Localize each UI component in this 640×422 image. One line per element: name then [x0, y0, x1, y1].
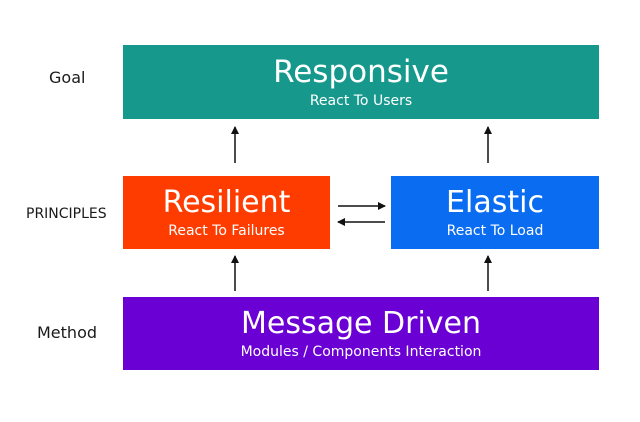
message-driven-box: Message Driven Modules / Components Inte…: [123, 297, 599, 370]
resilient-title: Resilient: [162, 184, 291, 220]
responsive-subtitle: React To Users: [309, 92, 413, 109]
responsive-title: Responsive: [273, 53, 449, 90]
resilient-subtitle: React To Failures: [168, 222, 285, 239]
resilient-box: Resilient React To Failures: [123, 176, 330, 249]
elastic-title: Elastic: [446, 184, 544, 220]
responsive-box: Responsive React To Users: [123, 45, 599, 119]
message-driven-title: Message Driven: [240, 305, 481, 341]
message-driven-subtitle: Modules / Components Interaction: [240, 343, 482, 360]
elastic-subtitle: React To Load: [446, 222, 544, 239]
method-label: Method: [37, 323, 98, 342]
elastic-box: Elastic React To Load: [391, 176, 599, 249]
principles-label: PRINCIPLES: [26, 206, 107, 222]
goal-label: Goal: [49, 68, 86, 87]
